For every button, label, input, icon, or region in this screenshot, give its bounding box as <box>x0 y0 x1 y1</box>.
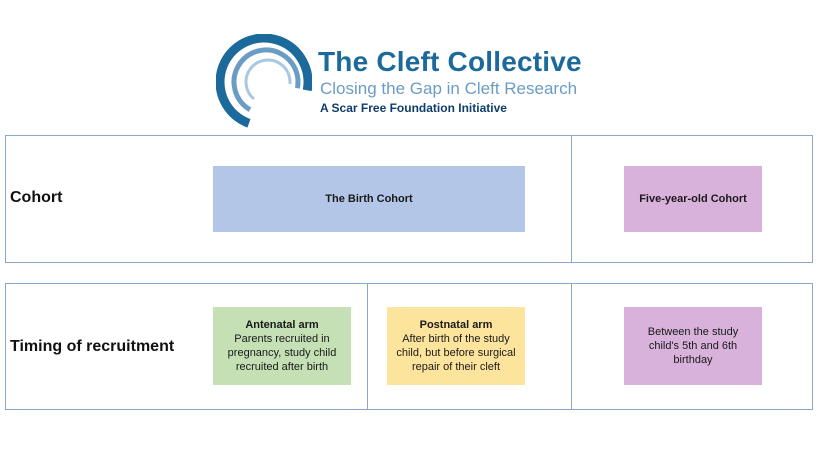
timing-row-label: Timing of recruitment <box>10 338 175 355</box>
antenatal-arm-title: Antenatal arm <box>245 319 319 331</box>
cleft-collective-logo: The Cleft Collective Closing the Gap in … <box>216 34 616 130</box>
birth-cohort-label: The Birth Cohort <box>325 193 413 205</box>
five-year-cohort-label: Five-year-old Cohort <box>639 193 747 205</box>
timing-divider-right <box>571 283 572 410</box>
timing-panel: Timing of recruitment Antenatal arm Pare… <box>5 283 813 410</box>
logo-tagline: A Scar Free Foundation Initiative <box>320 101 507 115</box>
five-year-cohort-box: Five-year-old Cohort <box>624 166 762 232</box>
five-year-timing-box: Between the study child's 5th and 6th bi… <box>624 307 762 385</box>
birth-cohort-box: The Birth Cohort <box>213 166 525 232</box>
swirl-logo-icon <box>216 34 312 130</box>
five-year-timing-text: Between the study child's 5th and 6th bi… <box>647 326 739 366</box>
cohort-divider <box>571 135 572 263</box>
timing-divider-left <box>367 283 368 410</box>
postnatal-arm-box: Postnatal arm After birth of the study c… <box>387 307 525 385</box>
logo-title: The Cleft Collective <box>318 46 582 77</box>
antenatal-arm-box: Antenatal arm Parents recruited in pregn… <box>213 307 351 385</box>
cohort-panel: Cohort The Birth Cohort Five-year-old Co… <box>5 135 813 263</box>
cohort-row-label: Cohort <box>10 189 63 206</box>
antenatal-arm-text: Parents recruited in pregnancy, study ch… <box>227 333 337 373</box>
logo-subtitle: Closing the Gap in Cleft Research <box>320 79 578 98</box>
postnatal-arm-text: After birth of the study child, but befo… <box>396 333 516 373</box>
postnatal-arm-title: Postnatal arm <box>419 319 493 331</box>
